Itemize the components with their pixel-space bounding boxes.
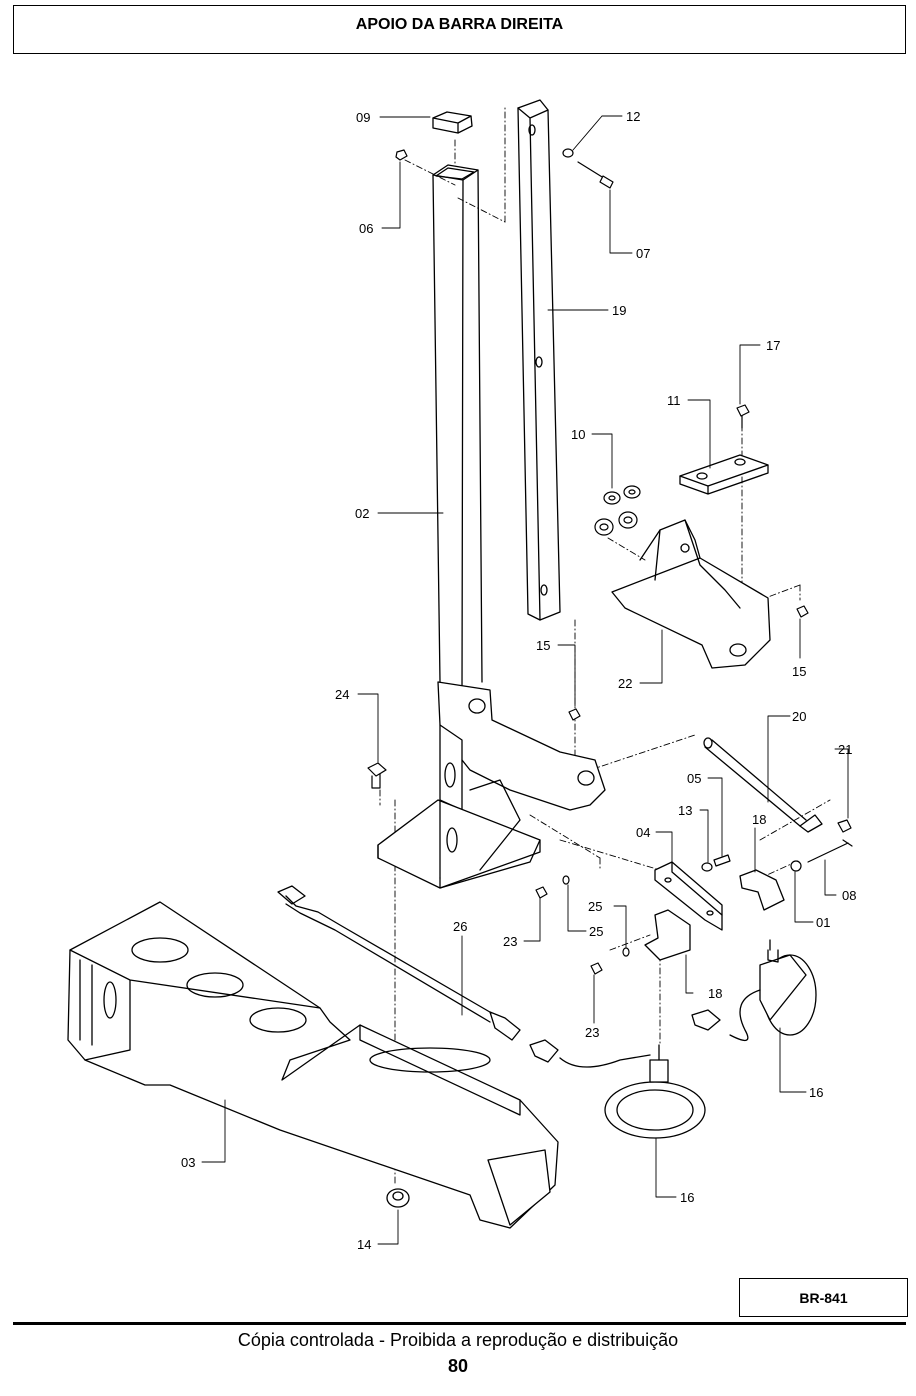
part-19-flat-bar <box>517 99 561 621</box>
part-23-nut-b <box>590 962 603 975</box>
callout-labels: 09 12 06 07 19 17 11 10 02 15 22 15 24 2… <box>181 109 856 1252</box>
callout-05: 05 <box>687 771 701 786</box>
callout-26: 26 <box>453 919 467 934</box>
callout-07: 07 <box>636 246 650 261</box>
part-13-washer <box>701 862 713 872</box>
part-16-lamp-b <box>691 939 817 1042</box>
part-26-harness <box>277 885 651 1068</box>
part-12-washer <box>562 148 574 158</box>
footer-notice: Cópia controlada - Proibida a reprodução… <box>237 1330 679 1350</box>
callout-21: 21 <box>838 742 852 757</box>
callout-18-a: 18 <box>752 812 766 827</box>
part-11-plate <box>679 454 769 495</box>
part-16-lamp-a <box>604 1044 706 1139</box>
part-21-nut <box>837 819 852 833</box>
callout-23-b: 23 <box>585 1025 599 1040</box>
page-title: APOIO DA BARRA DIREITA <box>355 15 564 33</box>
part-24-bolt <box>367 762 387 789</box>
callout-16-a: 16 <box>680 1190 694 1205</box>
page-number: 80 <box>447 1356 469 1376</box>
part-07-bolt <box>577 161 614 189</box>
callout-19: 19 <box>612 303 626 318</box>
callout-23-a: 23 <box>503 934 517 949</box>
callout-11: 11 <box>667 393 681 408</box>
leader-lines <box>201 115 849 1245</box>
part-22-bracket <box>611 519 771 669</box>
drawing-code: BR-841 <box>799 1289 848 1306</box>
callout-13: 13 <box>678 803 692 818</box>
part-25-washer-a <box>562 875 570 885</box>
callout-02: 02 <box>355 506 369 521</box>
callout-01: 01 <box>816 915 830 930</box>
part-09-cap <box>432 111 473 134</box>
callout-14: 14 <box>357 1237 371 1252</box>
part-23-nut-a <box>535 886 548 899</box>
drawing-code-box: BR-841 <box>739 1278 908 1317</box>
part-05-bolt <box>713 854 731 867</box>
callout-18-b: 18 <box>708 986 722 1001</box>
part-17-screw <box>736 404 750 429</box>
part-15-nut-a <box>568 708 581 721</box>
part-18-bracket-a <box>739 869 785 911</box>
part-25-washer-b <box>622 947 630 957</box>
callout-22: 22 <box>618 676 632 691</box>
callout-09: 09 <box>356 110 370 125</box>
callout-08: 08 <box>842 888 856 903</box>
callout-03: 03 <box>181 1155 195 1170</box>
callout-06: 06 <box>359 221 373 236</box>
title-box: APOIO DA BARRA DIREITA <box>13 5 906 54</box>
part-15-nut-b <box>796 605 809 618</box>
part-06-nut <box>395 149 408 161</box>
part-20-pin <box>703 737 823 833</box>
callout-15-a: 15 <box>536 638 550 653</box>
part-01-washer <box>790 860 802 872</box>
part-18-bracket-b <box>644 909 691 961</box>
callout-20: 20 <box>792 709 806 724</box>
callout-15-b: 15 <box>792 664 806 679</box>
callout-10: 10 <box>571 427 585 442</box>
callout-25-a: 25 <box>588 899 602 914</box>
part-02-tube <box>432 164 483 691</box>
callout-12: 12 <box>626 109 640 124</box>
part-02-base-weldment <box>377 681 606 889</box>
callout-17: 17 <box>766 338 780 353</box>
callout-25-b: 25 <box>589 924 603 939</box>
part-03-base-frame <box>67 901 559 1229</box>
footer-divider <box>13 1322 906 1325</box>
part-10-washers <box>594 485 641 536</box>
callout-24: 24 <box>335 687 349 702</box>
part-08-bolt <box>807 839 853 863</box>
callout-04: 04 <box>636 825 650 840</box>
callout-16-b: 16 <box>809 1085 823 1100</box>
